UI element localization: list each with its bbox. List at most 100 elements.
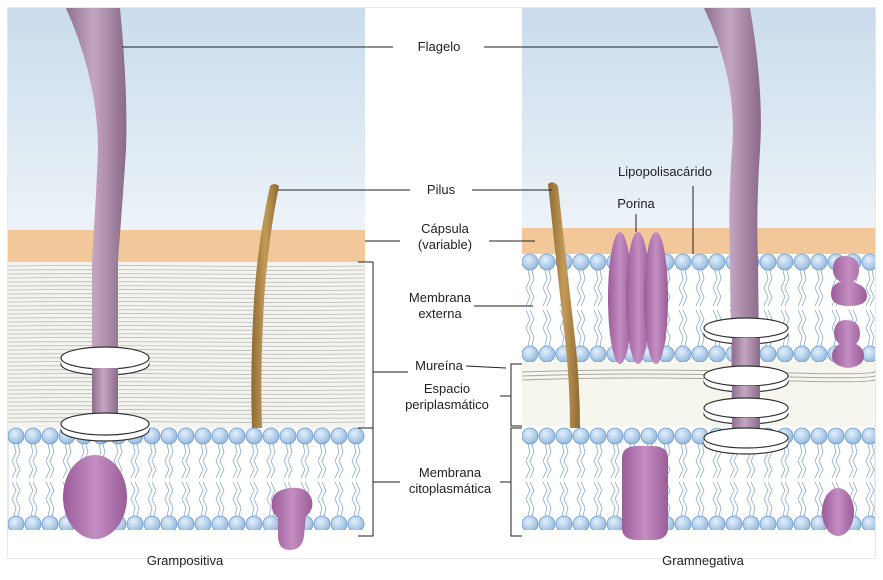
lipid-head: [794, 346, 810, 362]
lipid-head: [195, 516, 211, 532]
lipid-head: [675, 254, 691, 270]
right-basal-body-rings: [704, 318, 788, 454]
right-inner-protein-2: [822, 488, 854, 536]
left-peptidoglycan: [8, 262, 365, 428]
lipid-head: [845, 428, 861, 444]
lipid-head: [862, 254, 878, 270]
left-sky: [8, 8, 365, 230]
lipid-head: [263, 428, 279, 444]
lipid-head: [607, 516, 623, 532]
lipid-head: [229, 516, 245, 532]
label-capsula-variable: (variable): [402, 237, 488, 253]
lipid-head: [794, 254, 810, 270]
lipid-head: [811, 254, 827, 270]
right-capsule: [522, 228, 875, 254]
porin-protein: [608, 232, 668, 364]
label-espacio-line1: Espacio: [394, 381, 500, 397]
label-lipopolisacarido: Lipopolisacárido: [600, 164, 730, 180]
label-gramnegativa: Gramnegativa: [648, 553, 758, 569]
lipid-head: [212, 516, 228, 532]
lipid-head: [692, 346, 708, 362]
lipid-head: [42, 516, 58, 532]
lipid-head: [760, 254, 776, 270]
left-membrane-protein-1: [63, 455, 127, 539]
lipid-head: [246, 428, 262, 444]
lipid-head: [573, 516, 589, 532]
left-capsule: [8, 230, 365, 262]
lipid-head: [539, 346, 555, 362]
lipid-head: [692, 254, 708, 270]
right-sky: [522, 8, 875, 230]
lipid-head: [314, 428, 330, 444]
lipid-head: [692, 516, 708, 532]
lipid-head: [331, 428, 347, 444]
label-pilus: Pilus: [412, 182, 470, 198]
lipid-head: [8, 516, 24, 532]
lipid-head: [607, 428, 623, 444]
lipid-head: [624, 428, 640, 444]
lipid-head: [144, 516, 160, 532]
lipid-head: [641, 428, 657, 444]
lipid-head: [522, 516, 538, 532]
lipid-head: [348, 516, 364, 532]
lipid-head: [777, 346, 793, 362]
lipid-head: [573, 428, 589, 444]
lipid-head: [777, 516, 793, 532]
lipid-head: [42, 428, 58, 444]
lipid-head: [675, 516, 691, 532]
lipid-head: [709, 254, 725, 270]
lipid-head: [590, 346, 606, 362]
label-citoplasmatica-line2: citoplasmática: [398, 481, 502, 497]
lipid-head: [331, 516, 347, 532]
lipid-head: [675, 346, 691, 362]
label-porina: Porina: [600, 196, 672, 212]
lipid-head: [862, 428, 878, 444]
lipid-head: [556, 428, 572, 444]
lipid-head: [573, 254, 589, 270]
lipid-head: [178, 428, 194, 444]
label-membrana-externa-line1: Membrana: [400, 290, 480, 306]
lipid-head: [25, 428, 41, 444]
lipid-head: [212, 428, 228, 444]
label-membrana-externa-line2: externa: [400, 306, 480, 322]
label-capsula: Cápsula: [402, 221, 488, 237]
lipid-head: [229, 428, 245, 444]
lipid-head: [760, 516, 776, 532]
lipid-head: [743, 516, 759, 532]
lipid-head: [828, 428, 844, 444]
lipid-head: [590, 428, 606, 444]
lipid-head: [539, 254, 555, 270]
lipid-head: [777, 254, 793, 270]
lipid-head: [539, 428, 555, 444]
label-citoplasmatica-line1: Membrana: [398, 465, 502, 481]
lipid-head: [246, 516, 262, 532]
label-flagelo: Flagelo: [398, 39, 480, 55]
lipid-head: [556, 516, 572, 532]
lipid-head: [161, 428, 177, 444]
lipid-head: [297, 428, 313, 444]
lipid-head: [280, 428, 296, 444]
lipid-head: [590, 254, 606, 270]
lipid-head: [709, 516, 725, 532]
lipid-head: [862, 346, 878, 362]
lipid-head: [862, 516, 878, 532]
lipid-head: [709, 346, 725, 362]
lipid-head: [760, 346, 776, 362]
lipid-head: [263, 516, 279, 532]
lipid-head: [25, 516, 41, 532]
lipid-head: [522, 428, 538, 444]
lipid-head: [161, 516, 177, 532]
lipid-head: [811, 428, 827, 444]
lipid-head: [590, 516, 606, 532]
lipid-head: [314, 516, 330, 532]
lipid-head: [794, 516, 810, 532]
lipid-head: [178, 516, 194, 532]
lipid-head: [522, 254, 538, 270]
label-espacio-line2: periplasmático: [394, 397, 500, 413]
lipid-head: [658, 428, 674, 444]
lipid-head: [726, 516, 742, 532]
lipid-head: [8, 428, 24, 444]
lipid-head: [522, 346, 538, 362]
lipid-head: [811, 346, 827, 362]
